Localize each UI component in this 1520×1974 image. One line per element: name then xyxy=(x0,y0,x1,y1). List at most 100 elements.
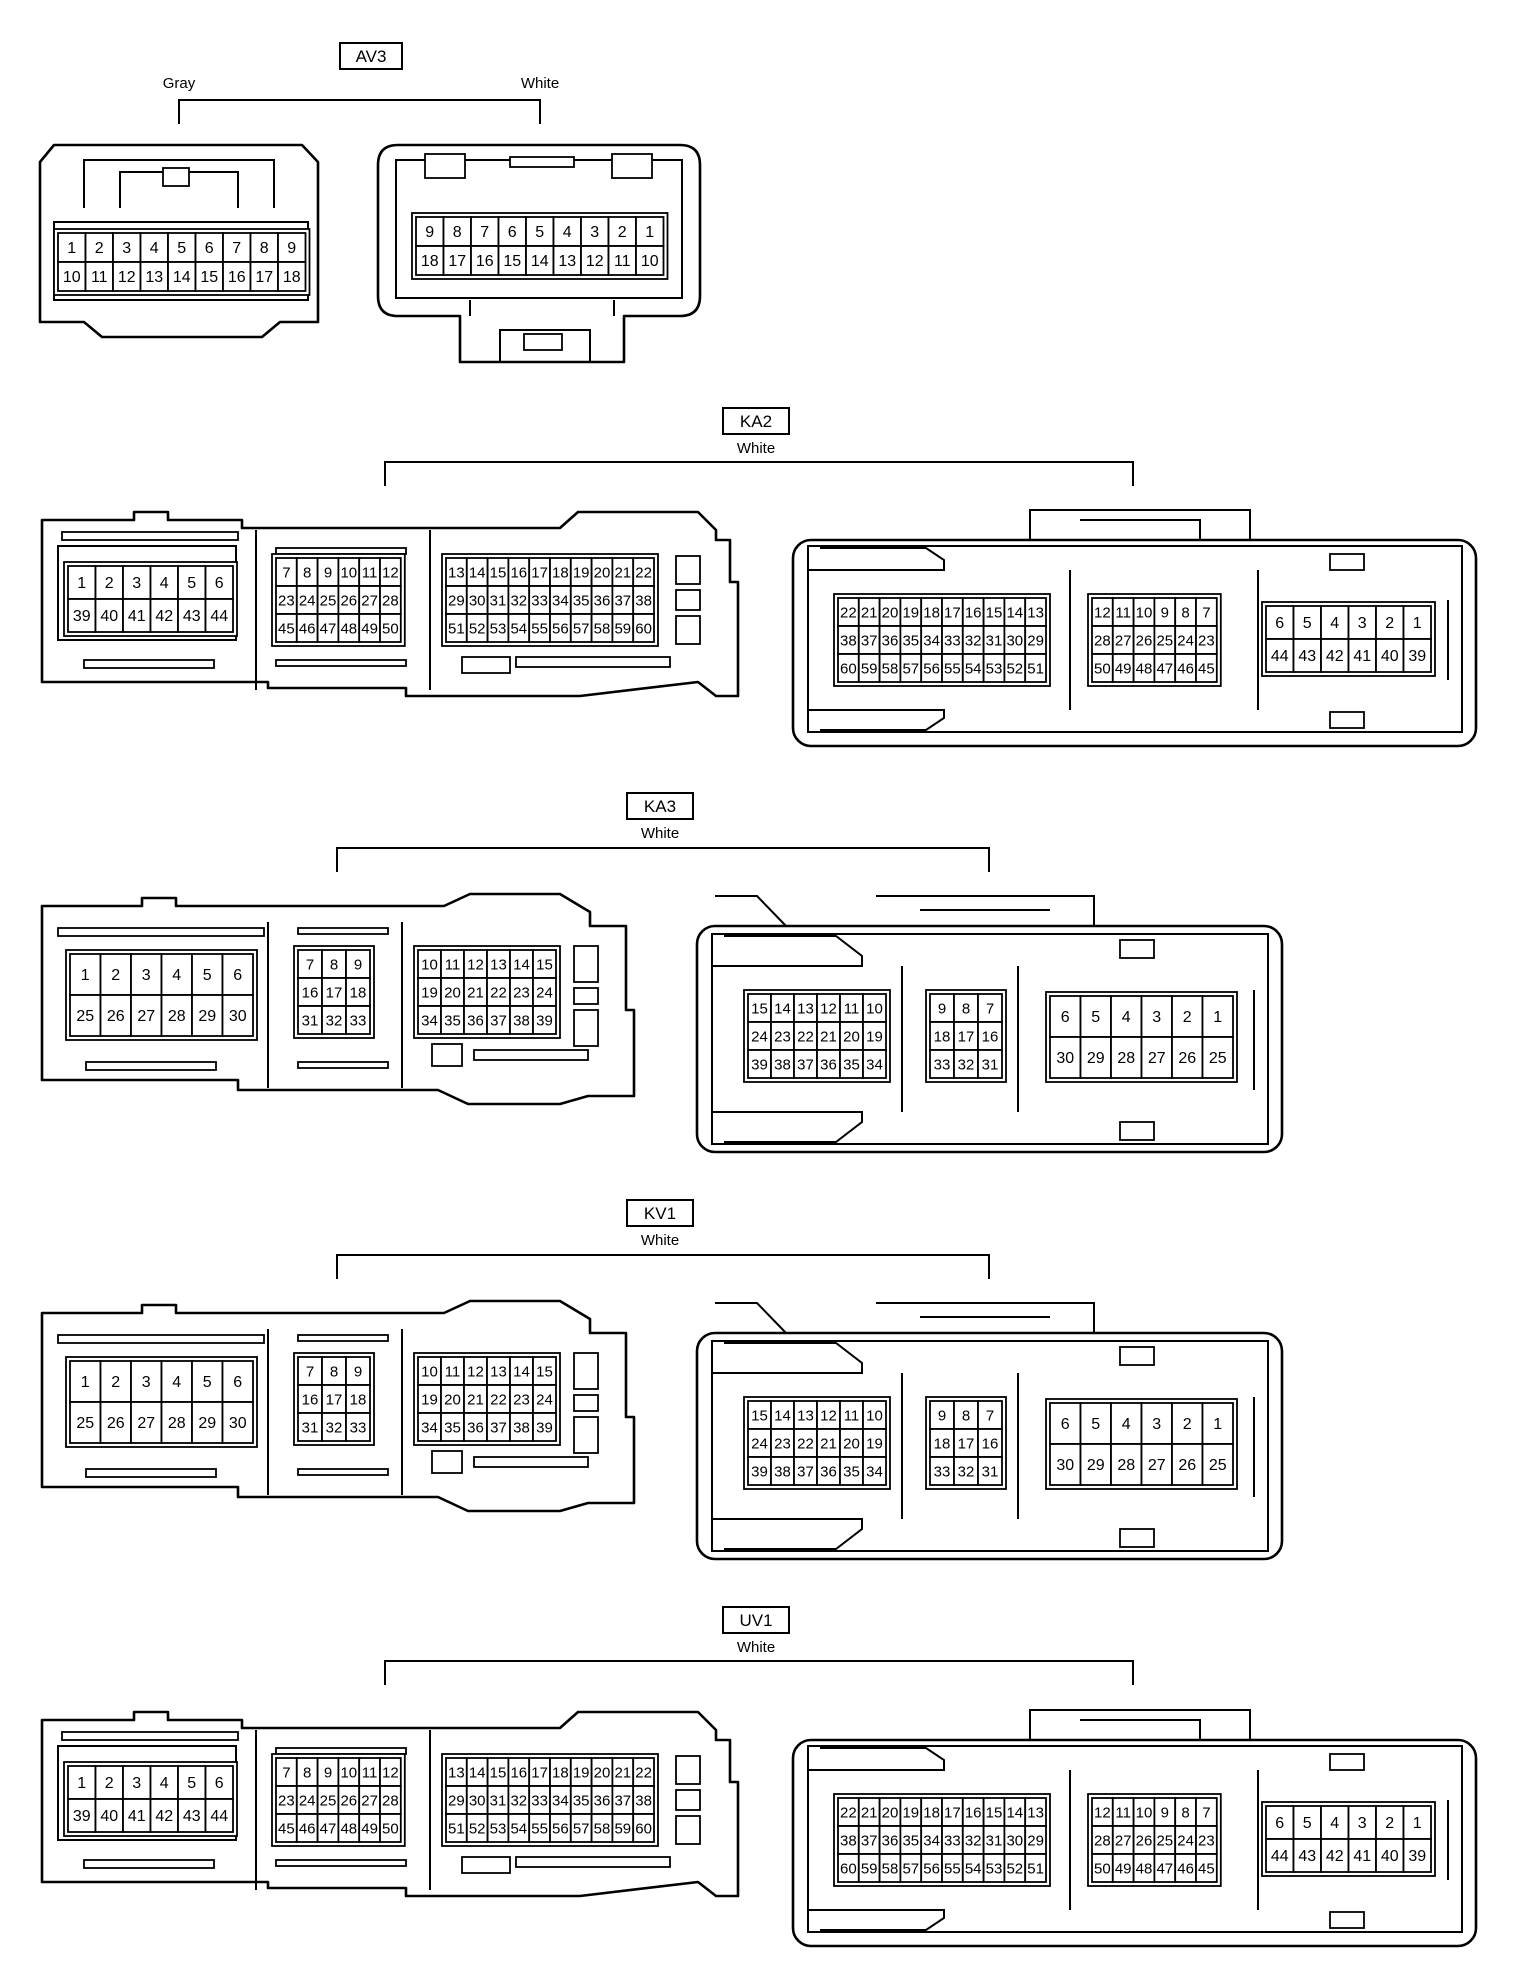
pin-number: 22 xyxy=(635,1765,652,1782)
pin-number: 45 xyxy=(278,1821,295,1838)
pin-number: 35 xyxy=(573,593,590,610)
pin-cell xyxy=(177,598,207,633)
pin-number: 36 xyxy=(594,1793,611,1810)
pin-cell xyxy=(1140,1036,1173,1079)
pin-cell xyxy=(632,613,655,643)
pin-number: 23 xyxy=(278,1793,295,1810)
pin-number: 14 xyxy=(513,957,530,974)
pin-number: 43 xyxy=(1298,648,1316,665)
pin-number: 33 xyxy=(350,1013,367,1030)
pin-number: 3 xyxy=(1152,1416,1161,1433)
pairing-bracket xyxy=(178,99,541,124)
pin-cell xyxy=(345,1005,371,1035)
pin-number: 57 xyxy=(573,1821,590,1838)
pin-cell xyxy=(345,1412,371,1442)
pin-number: 5 xyxy=(177,240,186,257)
pin-number: 45 xyxy=(278,621,295,638)
pin-number: 12 xyxy=(382,1765,399,1782)
pin-number: 50 xyxy=(382,1821,399,1838)
pin-number: 58 xyxy=(594,621,611,638)
pin-number: 16 xyxy=(982,1436,999,1453)
pin-cell xyxy=(977,1021,1003,1051)
pin-cell xyxy=(379,613,402,643)
housing-color-label: White xyxy=(641,825,679,842)
pin-number: 11 xyxy=(362,565,378,582)
pin-number: 37 xyxy=(861,1833,878,1850)
pin-number: 2 xyxy=(105,575,114,592)
pin-number: 38 xyxy=(774,1057,791,1074)
pin-cell xyxy=(525,245,555,276)
pin-number: 49 xyxy=(361,621,378,638)
pin-number: 11 xyxy=(1115,1805,1131,1822)
pin-cell xyxy=(130,1360,163,1403)
pin-number: 14 xyxy=(1006,605,1023,622)
connector-label: KA2 xyxy=(740,412,772,431)
pin-number: 6 xyxy=(215,575,224,592)
pin-number: 17 xyxy=(958,1436,975,1453)
pin-cell xyxy=(345,1356,371,1386)
pin-number: 46 xyxy=(1177,661,1194,678)
pin-number: 5 xyxy=(1303,615,1312,632)
pin-cell xyxy=(632,1813,655,1843)
pin-number: 32 xyxy=(965,1833,982,1850)
pin-number: 55 xyxy=(944,661,961,678)
pin-number: 7 xyxy=(1202,1805,1210,1822)
pin-number: 7 xyxy=(986,1001,994,1018)
pin-number: 27 xyxy=(137,1008,155,1025)
pin-cell xyxy=(191,1360,224,1403)
pin-number: 31 xyxy=(986,633,1003,650)
pin-number: 10 xyxy=(63,269,81,286)
pin-number: 3 xyxy=(1152,1009,1161,1026)
pin-number: 50 xyxy=(1094,661,1111,678)
pin-number: 48 xyxy=(1136,661,1153,678)
housing-color-label: Gray xyxy=(163,75,196,92)
pin-cell xyxy=(67,1765,97,1800)
pin-cell xyxy=(221,1360,254,1403)
pin-number: 42 xyxy=(1326,648,1344,665)
pin-number: 14 xyxy=(1006,1805,1023,1822)
pin-number: 12 xyxy=(118,269,136,286)
pin-number: 49 xyxy=(361,1821,378,1838)
pin-number: 59 xyxy=(614,1821,631,1838)
pin-number: 21 xyxy=(614,565,631,582)
pin-number: 33 xyxy=(934,1057,951,1074)
pin-number: 42 xyxy=(155,1808,173,1825)
pin-number: 27 xyxy=(137,1415,155,1432)
pin-number: 26 xyxy=(1178,1457,1196,1474)
pin-number: 15 xyxy=(200,269,218,286)
pin-number: 3 xyxy=(1358,615,1367,632)
pin-cell xyxy=(191,1401,224,1444)
pin-number: 21 xyxy=(467,985,484,1002)
pin-number: 6 xyxy=(1275,1815,1284,1832)
pin-cell xyxy=(1171,1443,1204,1486)
pin-number: 14 xyxy=(774,1001,791,1018)
pin-number: 15 xyxy=(536,1364,553,1381)
pin-number: 8 xyxy=(1181,605,1189,622)
pin-number: 32 xyxy=(965,633,982,650)
pin-number: 11 xyxy=(844,1408,860,1425)
pin-cell xyxy=(1171,1402,1204,1445)
pin-number: 42 xyxy=(155,608,173,625)
pin-number: 54 xyxy=(965,1861,982,1878)
pin-number: 59 xyxy=(614,621,631,638)
pin-number: 6 xyxy=(233,967,242,984)
pin-cell xyxy=(221,994,254,1037)
pin-number: 31 xyxy=(490,593,507,610)
pin-cell xyxy=(177,1798,207,1833)
pin-number: 6 xyxy=(233,1374,242,1391)
pin-number: 46 xyxy=(299,621,316,638)
pin-number: 1 xyxy=(1213,1416,1222,1433)
pin-number: 9 xyxy=(938,1408,946,1425)
